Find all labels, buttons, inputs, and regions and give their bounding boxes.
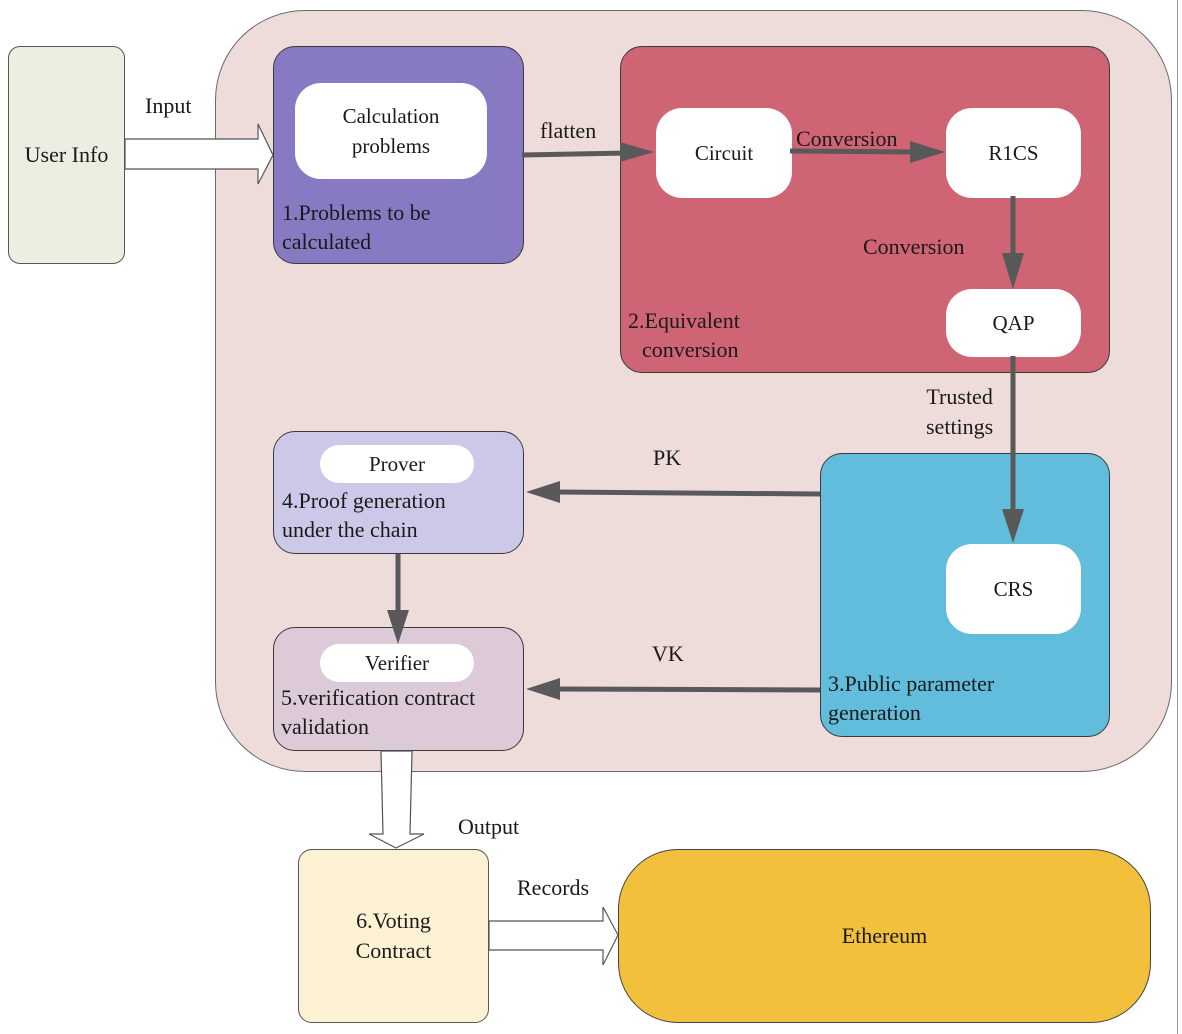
prover-pill[interactable]: Prover <box>320 445 474 483</box>
stage1-problems-node[interactable]: Calculation problems 1.Problems to be ca… <box>273 46 524 264</box>
crs-label: CRS <box>993 577 1034 601</box>
stage5-caption: 5.verification contract validation <box>281 683 475 741</box>
user-info-label: User Info <box>24 142 109 167</box>
stage6-voting-contract-node[interactable]: 6.Voting Contract <box>298 849 489 1023</box>
trusted-settings-label: Trusted settings <box>926 382 993 442</box>
stage4-caption: 4.Proof generation under the chain <box>282 486 446 544</box>
ethereum-label: Ethereum <box>841 923 928 948</box>
calculation-line1: Calculation <box>342 104 440 128</box>
stage3-caption-line2: generation <box>828 700 921 725</box>
records-arrow <box>488 906 619 966</box>
stage3-caption-line1: 3.Public parameter <box>828 671 995 696</box>
circuit-label: Circuit <box>694 141 754 165</box>
trusted-line1: Trusted <box>926 384 993 409</box>
page-border-rule <box>1177 0 1178 1034</box>
conversion-vertical-label: Conversion <box>863 234 965 259</box>
qap-box[interactable]: QAP <box>946 289 1081 357</box>
trusted-line2: settings <box>926 414 994 439</box>
pk-label: PK <box>653 445 682 470</box>
conversion-horizontal-label: Conversion <box>796 126 898 151</box>
circuit-box[interactable]: Circuit <box>656 108 792 198</box>
verifier-label: Verifier <box>364 650 430 675</box>
flatten-label: flatten <box>540 118 597 143</box>
input-label: Input <box>145 93 192 118</box>
verifier-pill[interactable]: Verifier <box>320 644 474 682</box>
voting-line2: Contract <box>355 938 432 963</box>
output-label: Output <box>458 814 520 839</box>
crs-box[interactable]: CRS <box>946 544 1081 634</box>
stage4-prover-node[interactable]: Prover 4.Proof generation under the chai… <box>273 431 524 554</box>
stage2-caption-line2: conversion <box>642 337 739 362</box>
stage4-caption-line1: 4.Proof generation <box>282 488 446 513</box>
stage2-caption: 2.Equivalent conversion <box>628 306 740 364</box>
qap-label: QAP <box>992 311 1035 335</box>
ethereum-node[interactable]: Ethereum <box>618 849 1151 1023</box>
stage1-caption-line1: 1.Problems to be <box>282 200 431 225</box>
stage4-caption-line2: under the chain <box>282 517 418 542</box>
stage3-caption: 3.Public parameter generation <box>828 669 994 727</box>
stage5-caption-line1: 5.verification contract <box>281 685 476 710</box>
vk-label: VK <box>652 641 684 666</box>
stage2-conversion-node[interactable]: Circuit R1CS QAP Conversion Conversion 2… <box>620 46 1110 373</box>
stage1-caption: 1.Problems to be calculated <box>282 198 431 256</box>
stage2-caption-line1: 2.Equivalent <box>628 308 740 333</box>
stage3-public-parameter-node[interactable]: CRS 3.Public parameter generation <box>820 453 1110 737</box>
user-info-node[interactable]: User Info <box>8 46 125 264</box>
stage5-verifier-node[interactable]: Verifier 5.verification contract validat… <box>273 627 524 751</box>
stage1-caption-line2: calculated <box>282 229 372 254</box>
records-label: Records <box>517 875 590 900</box>
prover-label: Prover <box>369 451 425 476</box>
stage5-caption-line2: validation <box>281 714 369 739</box>
voting-line1: 6.Voting <box>356 908 431 933</box>
calculation-problems-box: Calculation problems <box>295 83 487 179</box>
r1cs-box[interactable]: R1CS <box>946 108 1081 198</box>
r1cs-label: R1CS <box>988 141 1039 165</box>
calculation-line2: problems <box>351 134 431 158</box>
